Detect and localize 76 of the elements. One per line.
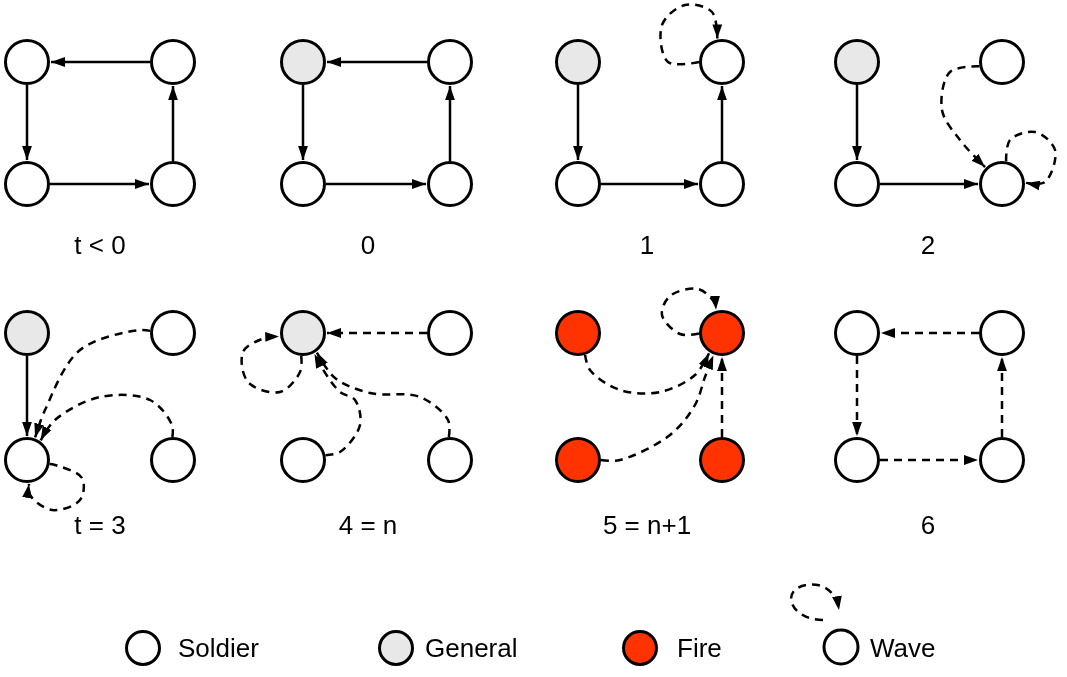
arrow <box>240 332 303 394</box>
arrow <box>600 354 715 462</box>
step-label: 4 = n <box>338 510 398 540</box>
step-label: 2 <box>920 230 936 260</box>
arrow <box>940 65 986 168</box>
circle-node <box>555 39 601 85</box>
circle-node <box>4 161 50 207</box>
arrow <box>445 86 455 161</box>
circle-node <box>4 310 50 356</box>
circle-node <box>699 310 745 356</box>
step-label: t = 3 <box>74 510 126 540</box>
legend-label: Fire <box>677 633 722 663</box>
arrow <box>326 179 426 189</box>
circle-node <box>699 39 745 85</box>
arrow <box>51 57 150 67</box>
circle-node <box>834 310 880 356</box>
circle-node <box>979 161 1025 207</box>
arrow <box>852 85 862 160</box>
arrow <box>298 85 308 160</box>
arrow <box>601 179 698 189</box>
arrow <box>997 357 1007 437</box>
circle-node <box>555 161 601 207</box>
circle-node <box>979 39 1025 85</box>
circle-node <box>280 310 326 356</box>
arrow <box>327 57 427 67</box>
circle-node <box>979 437 1025 483</box>
arrow <box>583 352 711 395</box>
step-label: 0 <box>360 230 376 260</box>
circle-node <box>699 437 745 483</box>
circle-node <box>427 437 473 483</box>
arrow <box>33 328 151 438</box>
arrow <box>852 356 862 436</box>
arrow <box>313 353 362 457</box>
circle-node <box>280 437 326 483</box>
arrow <box>573 85 583 160</box>
arrow <box>22 85 32 160</box>
circle-node <box>834 437 880 483</box>
arrow <box>168 86 178 161</box>
arrow <box>327 328 427 338</box>
legend-label: General <box>425 633 518 663</box>
circle-node <box>150 310 196 356</box>
arrow <box>22 356 32 436</box>
arrow <box>717 357 727 437</box>
arrow <box>880 179 978 189</box>
circle-node <box>427 161 473 207</box>
circle-node <box>150 437 196 483</box>
circle-node <box>979 310 1025 356</box>
circle-node <box>555 437 601 483</box>
arrow <box>50 179 149 189</box>
step-label: t < 0 <box>74 230 126 260</box>
circle-node <box>150 161 196 207</box>
circle-node <box>150 39 196 85</box>
circle-node <box>699 161 745 207</box>
circle-node <box>4 437 50 483</box>
arrow <box>660 287 720 337</box>
arrow <box>659 3 723 66</box>
circle-node <box>280 161 326 207</box>
arrow <box>880 455 978 465</box>
step-label: 6 <box>920 510 936 540</box>
arrow <box>315 351 451 438</box>
step-label: 1 <box>639 230 655 260</box>
arrow <box>22 462 86 512</box>
circle-node <box>4 39 50 85</box>
circle-node <box>280 39 326 85</box>
circle-node <box>427 310 473 356</box>
legend-label: Wave <box>870 633 936 663</box>
circle-node <box>834 161 880 207</box>
arrow <box>39 393 175 441</box>
arrow <box>881 328 979 338</box>
legend-label: Soldier <box>178 633 259 663</box>
arrow <box>1004 130 1057 191</box>
step-label: 5 = n+1 <box>602 510 692 540</box>
arrow <box>717 86 727 161</box>
circle-node <box>427 39 473 85</box>
circle-node <box>834 39 880 85</box>
circle-node <box>555 310 601 356</box>
